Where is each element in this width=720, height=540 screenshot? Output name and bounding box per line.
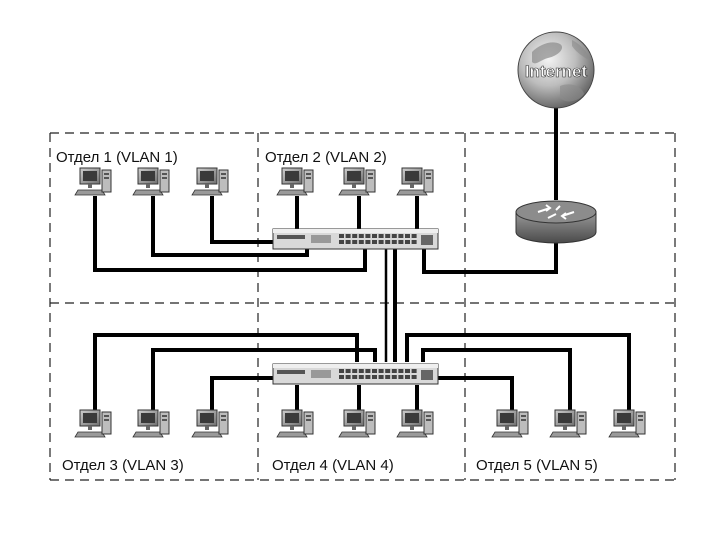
computer-icon <box>132 167 170 196</box>
switch-2 <box>272 363 439 385</box>
department-label-2: Отдел 2 (VLAN 2) <box>265 149 387 166</box>
switch-icon <box>272 363 439 385</box>
computer-icon <box>338 409 376 438</box>
computer-icon <box>191 409 229 438</box>
computers <box>74 167 646 438</box>
switch-1 <box>272 228 439 250</box>
computer-icon <box>608 409 646 438</box>
computer-icon <box>276 167 314 196</box>
computer-icon <box>491 409 529 438</box>
computer-icon <box>191 167 229 196</box>
computer-icon <box>396 409 434 438</box>
computer-icon <box>549 409 587 438</box>
computer-icon <box>338 167 376 196</box>
computer-icon <box>276 409 314 438</box>
globe-icon <box>517 31 595 109</box>
department-label-4: Отдел 4 (VLAN 4) <box>272 457 394 474</box>
computer-icon <box>132 409 170 438</box>
department-label-5: Отдел 5 (VLAN 5) <box>476 457 598 474</box>
zone-borders <box>49 132 676 481</box>
computer-icon <box>396 167 434 196</box>
department-label-1: Отдел 1 (VLAN 1) <box>56 149 178 166</box>
router <box>515 200 597 244</box>
network-cables <box>93 108 631 410</box>
internet-cloud: Internet <box>517 31 595 109</box>
computer-icon <box>74 409 112 438</box>
switch-icon <box>272 228 439 250</box>
computer-icon <box>74 167 112 196</box>
department-label-3: Отдел 3 (VLAN 3) <box>62 457 184 474</box>
internet-label: Internet <box>525 62 588 81</box>
router-icon <box>515 200 597 244</box>
